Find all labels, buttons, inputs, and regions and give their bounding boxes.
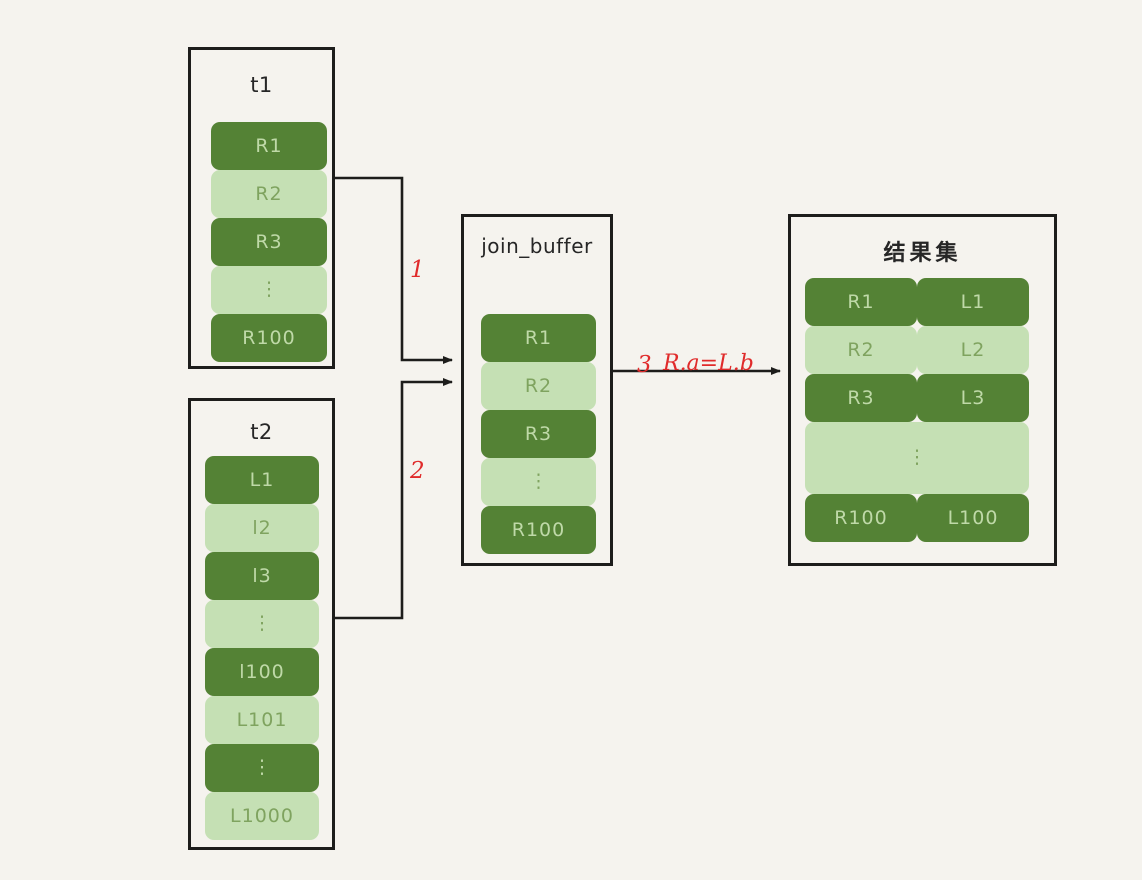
result-row-1-left: R2 xyxy=(805,326,917,374)
t1-row-1: R2 xyxy=(211,170,327,218)
result-row-2-right: L3 xyxy=(917,374,1029,422)
result-row-0-left: R1 xyxy=(805,278,917,326)
t1-row-2: R3 xyxy=(211,218,327,266)
result-row-1-right: L2 xyxy=(917,326,1029,374)
ellipsis-glyph: ⋮ xyxy=(252,612,272,635)
t2-row-2: l3 xyxy=(205,552,319,600)
t1-row-3: ⋮ xyxy=(211,266,327,314)
table-title-t1: t1 xyxy=(250,73,273,97)
annotation-join-condition: R.a=L.b xyxy=(663,351,754,376)
flow-line-1 xyxy=(335,176,453,364)
t2-row-3: ⋮ xyxy=(205,600,319,648)
t2-row-1: l2 xyxy=(205,504,319,552)
ellipsis-glyph: ⋮ xyxy=(907,446,927,469)
annotation-step-3: 3 xyxy=(637,352,652,378)
join-buffer-row-1: R2 xyxy=(481,362,596,410)
result-row-0-right: L1 xyxy=(917,278,1029,326)
result-row-3-span: ⋮ xyxy=(805,422,1029,494)
join-buffer-title: join_buffer xyxy=(481,234,593,258)
join-buffer-row-2: R3 xyxy=(481,410,596,458)
t2-row-0: L1 xyxy=(205,456,319,504)
join-buffer-row-0: R1 xyxy=(481,314,596,362)
t2-row-6: ⋮ xyxy=(205,744,319,792)
ellipsis-glyph: ⋮ xyxy=(252,756,272,779)
ellipsis-glyph: ⋮ xyxy=(259,278,279,301)
annotation-step-1: 1 xyxy=(410,257,425,283)
flow-line-2 xyxy=(335,378,453,620)
result-row-4-right: L100 xyxy=(917,494,1029,542)
t2-row-5: L101 xyxy=(205,696,319,744)
result-set-title: 结果集 xyxy=(883,241,962,266)
t2-row-4: l100 xyxy=(205,648,319,696)
join-buffer-row-3: ⋮ xyxy=(481,458,596,506)
annotation-step-2: 2 xyxy=(410,458,425,484)
table-title-t2: t2 xyxy=(250,420,273,444)
ellipsis-glyph: ⋮ xyxy=(529,470,548,493)
t2-row-7: L1000 xyxy=(205,792,319,840)
result-row-2-left: R3 xyxy=(805,374,917,422)
t1-row-0: R1 xyxy=(211,122,327,170)
result-row-4-left: R100 xyxy=(805,494,917,542)
join-buffer-row-4: R100 xyxy=(481,506,596,554)
t1-row-4: R100 xyxy=(211,314,327,362)
